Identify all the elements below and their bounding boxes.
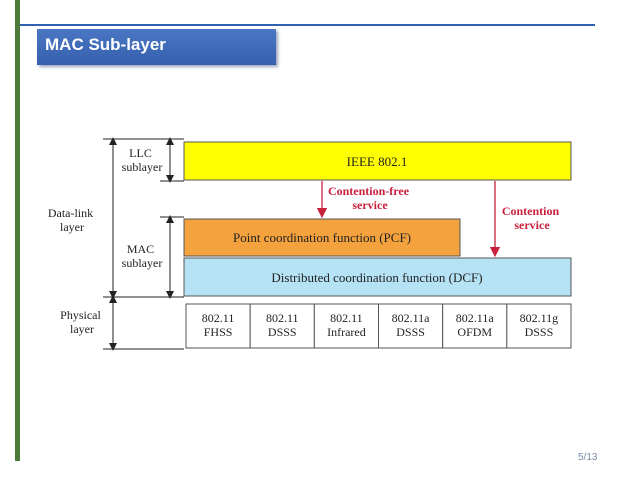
ieee-802-1-box [183, 141, 572, 181]
physical-cell [249, 303, 315, 349]
physical-layer-label: Physical layer [60, 308, 104, 336]
left-accent-bar [15, 0, 20, 461]
page-number: 5/13 [578, 452, 598, 463]
mac-sublayer-label: MAC sublayer [122, 242, 163, 270]
physical-cell [313, 303, 380, 349]
data-link-layer-label: Data-link layer [48, 206, 96, 234]
contention-label: Contention service [502, 204, 562, 232]
dcf-label: Distributed coordination function (DCF) [271, 270, 482, 285]
pcf-label: Point coordination function (PCF) [233, 230, 411, 245]
slide-title: MAC Sub-layer [37, 29, 276, 65]
pcf-box [183, 218, 461, 257]
physical-cell [442, 303, 508, 349]
physical-cell [185, 303, 251, 349]
left-guides [103, 137, 184, 351]
ieee-802-1-label: IEEE 802.1 [347, 154, 408, 169]
contention-free-label: Contention-free service [328, 184, 412, 212]
top-rule [20, 24, 595, 26]
llc-sublayer-label: LLC sublayer [122, 146, 163, 174]
dcf-box [183, 257, 572, 297]
physical-cell [506, 303, 572, 349]
